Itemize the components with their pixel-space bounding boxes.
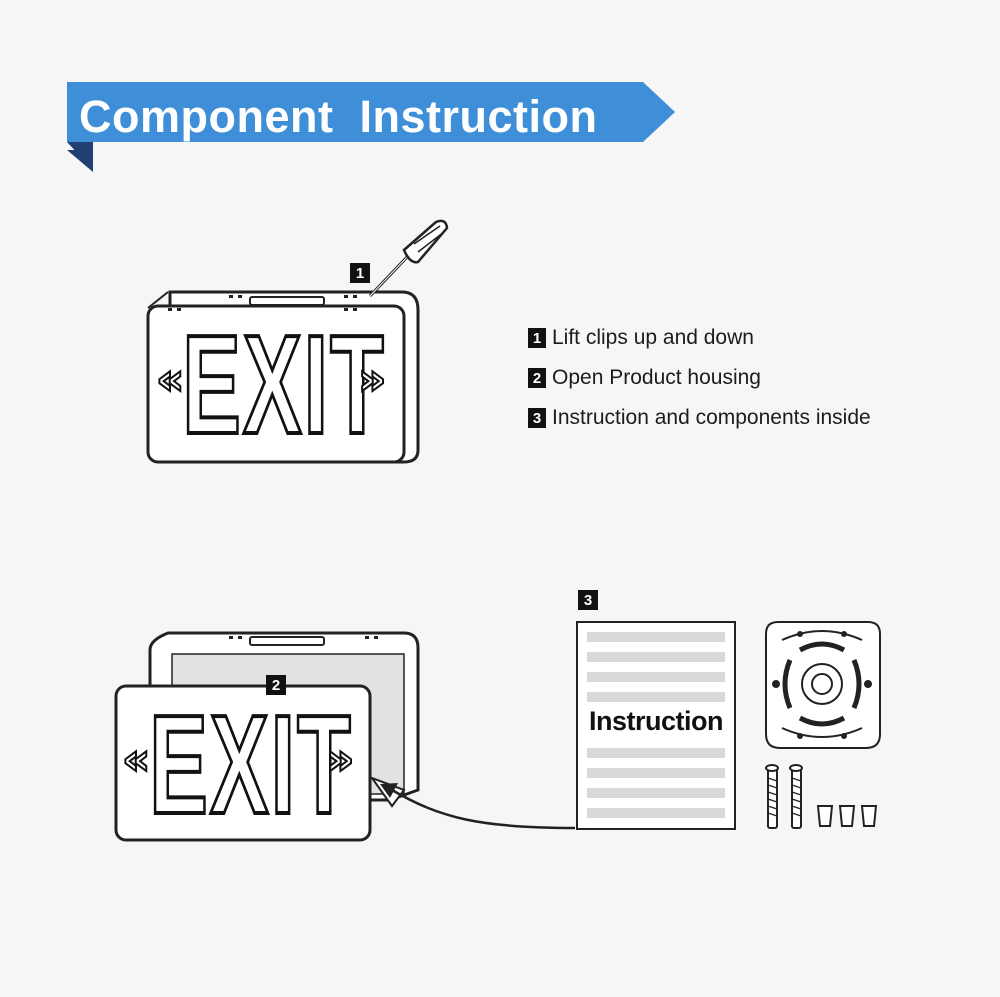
- instruction-document: [576, 621, 736, 830]
- exit-sign-open: [114, 631, 420, 842]
- step-text: Instruction and components inside: [552, 406, 871, 429]
- left-chevron-icon: «: [155, 353, 185, 406]
- steps-list: 1 Lift clips up and down 2 Open Product …: [528, 318, 968, 438]
- callout-2: 2: [266, 675, 286, 695]
- step-text: Lift clips up and down: [552, 326, 754, 349]
- wire-nut-icon: [816, 805, 878, 827]
- right-chevron-icon: »: [325, 733, 355, 786]
- exit-sign-closed: [146, 290, 420, 464]
- banner-shape: [67, 82, 675, 172]
- screw-icon: [765, 764, 803, 829]
- callout-1: 1: [350, 263, 370, 283]
- step-number-badge: 2: [528, 368, 546, 388]
- callout-3: 3: [578, 590, 598, 610]
- right-chevron-icon: »: [357, 353, 387, 406]
- exit-sign-text-bottom: EXIT: [148, 683, 353, 845]
- step-number-badge: 1: [528, 328, 546, 348]
- step-number-badge: 3: [528, 408, 546, 428]
- step-text: Open Product housing: [552, 366, 761, 389]
- left-chevron-icon: «: [121, 733, 151, 786]
- step-item: 2 Open Product housing: [528, 358, 968, 398]
- step-item: 1 Lift clips up and down: [528, 318, 968, 358]
- mounting-plate-icon: [765, 621, 881, 749]
- page-title: Component Instruction: [79, 91, 598, 142]
- exit-sign-text-top: EXIT: [181, 303, 386, 465]
- title-banner: Component Instruction: [65, 82, 675, 172]
- screwdriver-icon: [368, 219, 449, 298]
- document-title: Instruction: [589, 706, 724, 736]
- step-item: 3 Instruction and components inside: [528, 398, 968, 438]
- connector-arrow: [380, 783, 576, 830]
